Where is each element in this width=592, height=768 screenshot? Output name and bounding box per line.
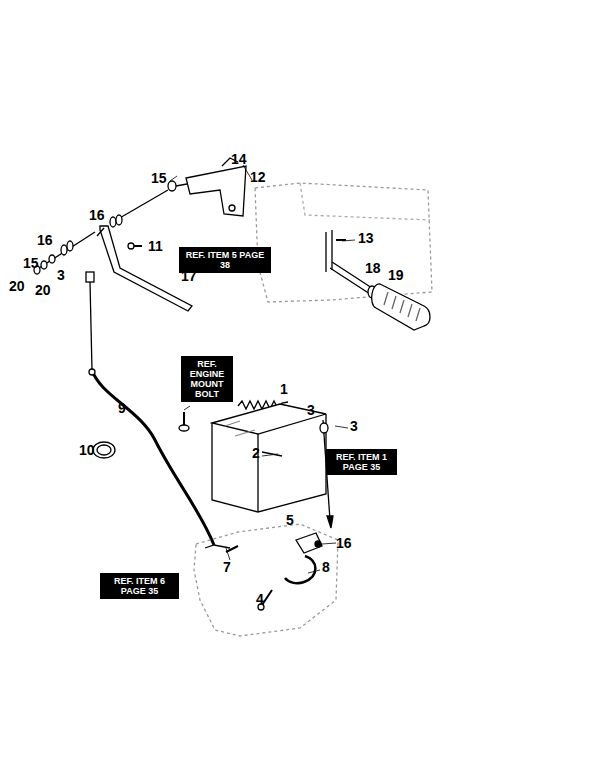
callout-number: 3	[57, 268, 65, 283]
callout-number: 10	[79, 443, 95, 458]
reference-box: REF. ITEM 1 PAGE 35	[326, 449, 397, 475]
callout-number: 4	[256, 592, 264, 607]
reference-text: REF. ITEM 1 PAGE 35	[331, 452, 392, 472]
callout-number: 16	[37, 233, 53, 248]
callout-number: 14	[231, 152, 247, 167]
callout-number: 18	[365, 261, 381, 276]
callout-number: 8	[322, 560, 330, 575]
callout-number: 20	[9, 279, 25, 294]
callout-number: 16	[89, 208, 105, 223]
callout-number: 13	[358, 231, 374, 246]
callout-number: 3	[307, 403, 315, 418]
callout-number: 16	[336, 536, 352, 551]
callout-number: 19	[388, 268, 404, 283]
callout-number: 5	[286, 513, 294, 528]
callout-number: 9	[118, 401, 126, 416]
callout-number: 17	[181, 269, 197, 284]
callout-number: 15	[23, 256, 39, 271]
callout-number: 20	[35, 283, 51, 298]
callout-number: 2	[252, 446, 260, 461]
reference-text: REF. ITEM 6 PAGE 35	[105, 576, 174, 596]
reference-box: REF. ITEM 6 PAGE 35	[100, 573, 179, 599]
callout-number: 1	[280, 382, 288, 397]
reference-box: REF. ENGINE MOUNT BOLT	[181, 356, 233, 402]
callout-number: 11	[148, 239, 163, 254]
reference-text: REF. ITEM 5 PAGE 38	[184, 250, 266, 270]
reference-text: REF. ENGINE MOUNT BOLT	[186, 359, 228, 399]
callout-number: 12	[250, 170, 266, 185]
callout-number: 7	[223, 560, 231, 575]
callout-number: 15	[151, 171, 167, 186]
callout-number: 3	[350, 419, 358, 434]
